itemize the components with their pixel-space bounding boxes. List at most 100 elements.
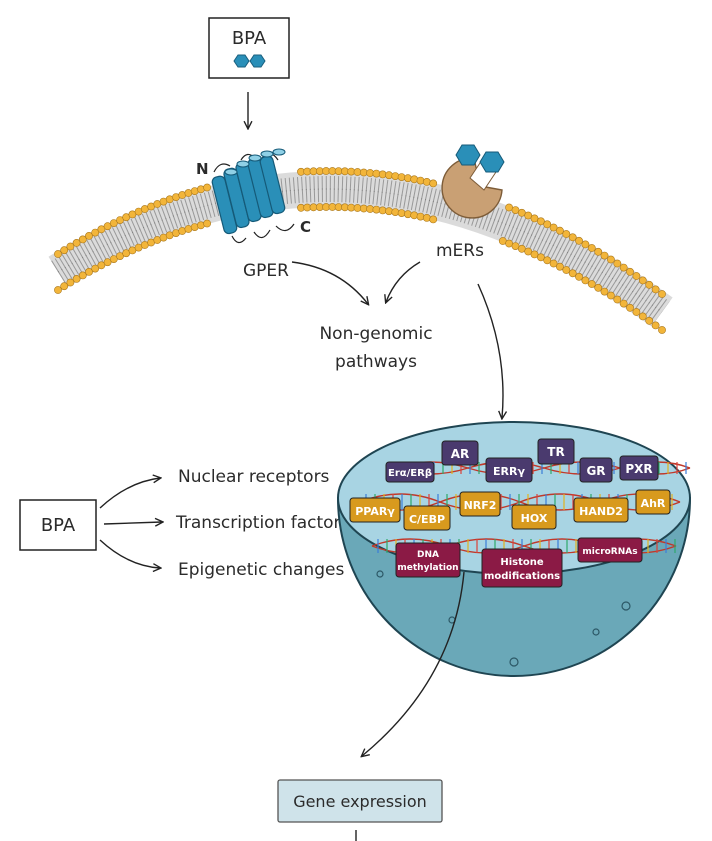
lipid-head xyxy=(416,212,425,221)
svg-text:ERRγ: ERRγ xyxy=(493,465,525,478)
tag-ppar-gamma: PPARγ xyxy=(349,497,401,523)
arrow-mers-to-nucleus xyxy=(477,283,503,418)
lipid-head xyxy=(587,280,596,288)
svg-text:AR: AR xyxy=(451,447,470,461)
lipid-head xyxy=(575,272,583,281)
lipid-head xyxy=(600,287,609,296)
lipid-head xyxy=(54,286,62,294)
lipid-head xyxy=(109,255,118,263)
lipid-head xyxy=(416,176,425,185)
lipid-head xyxy=(91,228,100,237)
tag-hox: HOX xyxy=(511,504,557,530)
gene-expression-box: Gene expression xyxy=(277,779,443,823)
bpa-left-box: BPA xyxy=(19,499,97,551)
lipid-head xyxy=(613,259,622,268)
lipid-head xyxy=(422,213,431,222)
svg-text:GR: GR xyxy=(586,464,605,478)
lipid-head xyxy=(632,272,641,280)
lipid-head xyxy=(658,326,666,334)
effect-transcription-factors: Transcription factors xyxy=(175,513,350,533)
lipid-head xyxy=(103,258,112,267)
gper-n-terminal: N xyxy=(196,160,209,178)
tag-ahr: AhR xyxy=(635,489,671,515)
svg-text:methylation: methylation xyxy=(397,563,458,573)
mers-label: mERs xyxy=(436,241,484,261)
lipid-head xyxy=(60,282,69,291)
tag-err-gamma: ERRγ xyxy=(485,457,533,483)
lipid-head xyxy=(645,316,654,325)
effect-nuclear-receptors: Nuclear receptors xyxy=(178,467,330,487)
arrow-nucleus-to-gene-expression xyxy=(362,571,465,756)
gper-receptor: N C GPER xyxy=(196,148,311,281)
lipid-head xyxy=(537,217,545,226)
lipid-head xyxy=(645,280,654,289)
lipid-head xyxy=(613,295,622,304)
lipid-head xyxy=(543,256,552,265)
lipid-head xyxy=(651,285,660,294)
transcription-factor-tags: PPARγ C/EBP NRF2 HOX HAND2 AhR xyxy=(349,489,671,531)
tag-c-ebp: C/EBP xyxy=(403,505,451,531)
lipid-head xyxy=(549,259,558,268)
effect-epigenetic-changes: Epigenetic changes xyxy=(178,560,344,580)
nuclear-receptor-tags: Erα/ERβ AR ERRγ TR GR PXR xyxy=(385,438,659,483)
svg-text:Erα/ERβ: Erα/ERβ xyxy=(388,468,432,479)
epigenetic-tags: DNA methylation Histone modifications mi… xyxy=(395,537,643,588)
lipid-head xyxy=(568,269,577,278)
tag-pxr: PXR xyxy=(619,455,659,481)
lipid-head xyxy=(651,321,660,330)
tag-hand2: HAND2 xyxy=(573,497,629,523)
svg-text:TR: TR xyxy=(547,445,564,459)
gper-c-terminal: C xyxy=(300,218,311,236)
svg-text:DNA: DNA xyxy=(417,550,439,560)
lipid-head xyxy=(530,250,539,259)
lipid-head xyxy=(594,283,603,292)
lipid-head xyxy=(556,226,564,235)
lipid-head xyxy=(66,278,75,287)
lipid-head xyxy=(410,175,419,184)
lipid-head xyxy=(632,308,641,316)
nongenomic-label: Non-genomic pathways xyxy=(319,324,432,372)
lipid-head xyxy=(429,215,438,224)
tag-histone-modifications: Histone modifications xyxy=(481,548,563,588)
lipid-head xyxy=(72,274,81,283)
lipid-head xyxy=(638,276,647,285)
nongenomic-line2: pathways xyxy=(335,352,417,372)
lipid-head xyxy=(103,222,112,231)
cell-membrane xyxy=(48,167,673,334)
lipid-head xyxy=(72,238,81,247)
arrow-mers-to-nongenomic xyxy=(386,261,421,302)
lipid-head xyxy=(429,179,438,188)
lipid-head xyxy=(60,246,69,255)
gene-expression-label: Gene expression xyxy=(293,792,427,811)
lipid-head xyxy=(391,208,400,216)
lipid-head xyxy=(607,291,615,300)
lipid-head xyxy=(537,253,545,262)
svg-text:microRNAs: microRNAs xyxy=(582,547,637,557)
lipid-head xyxy=(85,231,93,240)
tag-er-alpha-beta: Erα/ERβ xyxy=(385,461,435,483)
tag-tr: TR xyxy=(537,438,575,465)
tag-nrf2: NRF2 xyxy=(459,491,501,517)
lipid-head xyxy=(78,235,87,244)
nongenomic-line1: Non-genomic xyxy=(319,324,432,344)
lipid-head xyxy=(91,264,100,273)
bpa-left-label: BPA xyxy=(41,515,76,536)
tag-gr: GR xyxy=(579,457,613,483)
arrow-to-transcription-factors xyxy=(103,522,162,524)
svg-text:HOX: HOX xyxy=(521,512,548,525)
lipid-head xyxy=(422,177,431,186)
lipid-head xyxy=(556,262,564,271)
lipid-head xyxy=(619,263,628,272)
bpa-top-box: BPA xyxy=(208,17,290,79)
lipid-head xyxy=(524,211,533,220)
lipid-head xyxy=(203,219,211,228)
lipid-head xyxy=(66,242,75,251)
lipid-head xyxy=(562,230,571,238)
arrow-to-nuclear-receptors xyxy=(99,478,160,509)
svg-text:Histone: Histone xyxy=(500,557,544,568)
lipid-head xyxy=(594,247,603,256)
lipid-head xyxy=(626,267,634,276)
tag-micrornas: microRNAs xyxy=(577,537,643,563)
lipid-head xyxy=(410,211,419,220)
